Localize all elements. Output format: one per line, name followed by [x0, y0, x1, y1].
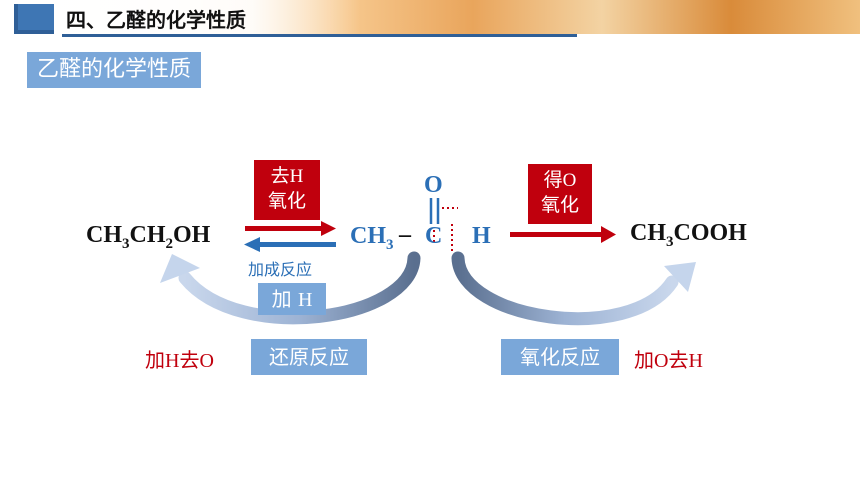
label-reduction-reaction: 还原反应 [251, 339, 367, 375]
header-underline [62, 34, 577, 37]
acetic-acid-formula: CH3COOH [630, 220, 747, 250]
section-label: 乙醛的化学性质 [27, 52, 202, 88]
note-add-o-remove-h: 加O去H [634, 348, 703, 372]
ethanol-formula: CH3CH2OH [86, 222, 211, 252]
bond-break-dotted-lines [433, 207, 458, 252]
acetaldehyde-oxygen: O [424, 172, 443, 198]
curved-arrow-reduction [160, 251, 421, 325]
header-fade [0, 0, 360, 34]
arrow-addition-reverse [244, 237, 336, 252]
acetaldehyde-dash: – [399, 222, 411, 248]
curved-arrow-oxidation [451, 251, 696, 326]
acetaldehyde-ch3: CH3 [350, 223, 394, 253]
acetaldehyde-carbon: C [425, 223, 443, 249]
acetaldehyde-hydrogen: H [472, 223, 491, 249]
header-square-inner [18, 4, 54, 30]
label-addition-reaction: 加成反应 [248, 260, 313, 279]
header-square-icon [14, 4, 54, 34]
note-add-h-remove-o: 加H去O [145, 348, 214, 372]
page-title: 四、乙醛的化学性质 [66, 8, 246, 32]
label-gain-o-oxidation: 得O 氧化 [528, 164, 592, 224]
label-add-h: 加 H [258, 283, 326, 315]
arrow-oxidize-left [245, 221, 336, 236]
co-double-bond [429, 198, 440, 224]
label-remove-h-oxidation: 去H 氧化 [254, 160, 320, 220]
label-oxidation-reaction: 氧化反应 [501, 339, 619, 375]
arrow-oxidize-right [510, 226, 616, 243]
